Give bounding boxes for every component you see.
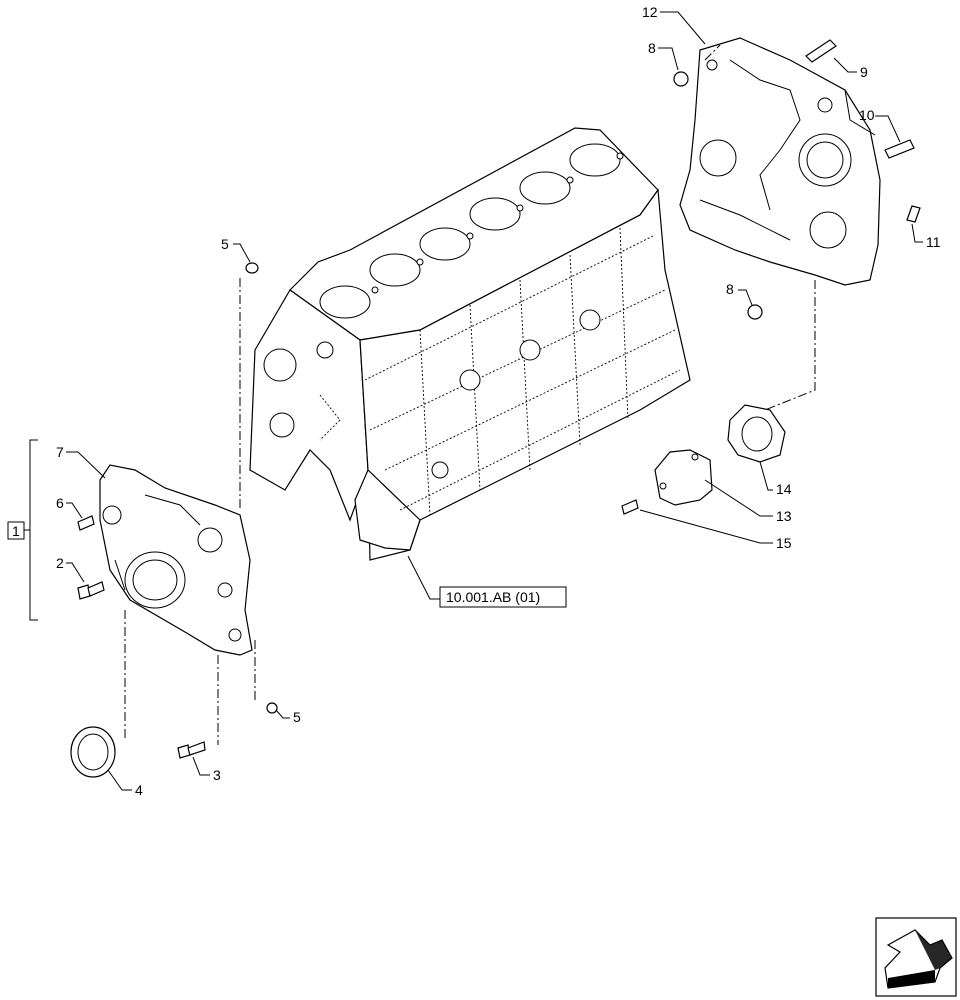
plug-8-top (673, 71, 689, 87)
arrow-icon[interactable] (875, 917, 957, 997)
bolt-10 (884, 139, 915, 159)
callout-4: 4 (135, 782, 143, 798)
dowel-5-bottom (266, 702, 278, 714)
callout-5-top: 5 (221, 236, 229, 252)
callout-5-bottom: 5 (293, 709, 301, 725)
bolt-15 (621, 499, 639, 515)
callout-6: 6 (56, 495, 64, 511)
callout-15: 15 (776, 535, 792, 551)
stud-6 (77, 515, 95, 531)
front-cover (99, 464, 253, 656)
callout-8-bottom: 8 (726, 281, 734, 297)
dowel-5-top (245, 262, 259, 274)
callout-9: 9 (860, 64, 868, 80)
callout-1: 1 (12, 523, 20, 539)
leader-lines (22, 11, 923, 791)
bolt-9 (805, 39, 837, 63)
callout-3: 3 (213, 767, 221, 783)
callout-8-top: 8 (648, 40, 656, 56)
callout-2: 2 (56, 555, 64, 571)
bolt-3 (177, 741, 206, 759)
bolt-11 (906, 205, 921, 223)
reference-box (439, 586, 567, 608)
callout-14: 14 (776, 481, 792, 497)
rear-plate (679, 37, 881, 286)
callout-11: 11 (926, 234, 941, 250)
callout-box-1 (7, 521, 25, 540)
assembly-centerlines (124, 44, 816, 745)
callout-7: 7 (56, 444, 64, 460)
reference-label[interactable]: 10.001.AB (01) (446, 589, 540, 605)
callout-13: 13 (776, 508, 792, 524)
engine-block (249, 127, 691, 561)
callout-12: 12 (642, 4, 658, 20)
plug-8-bottom (747, 304, 763, 320)
callout-10: 10 (859, 107, 875, 123)
cover-plate-13 (654, 449, 713, 506)
bolt-2 (77, 581, 105, 600)
